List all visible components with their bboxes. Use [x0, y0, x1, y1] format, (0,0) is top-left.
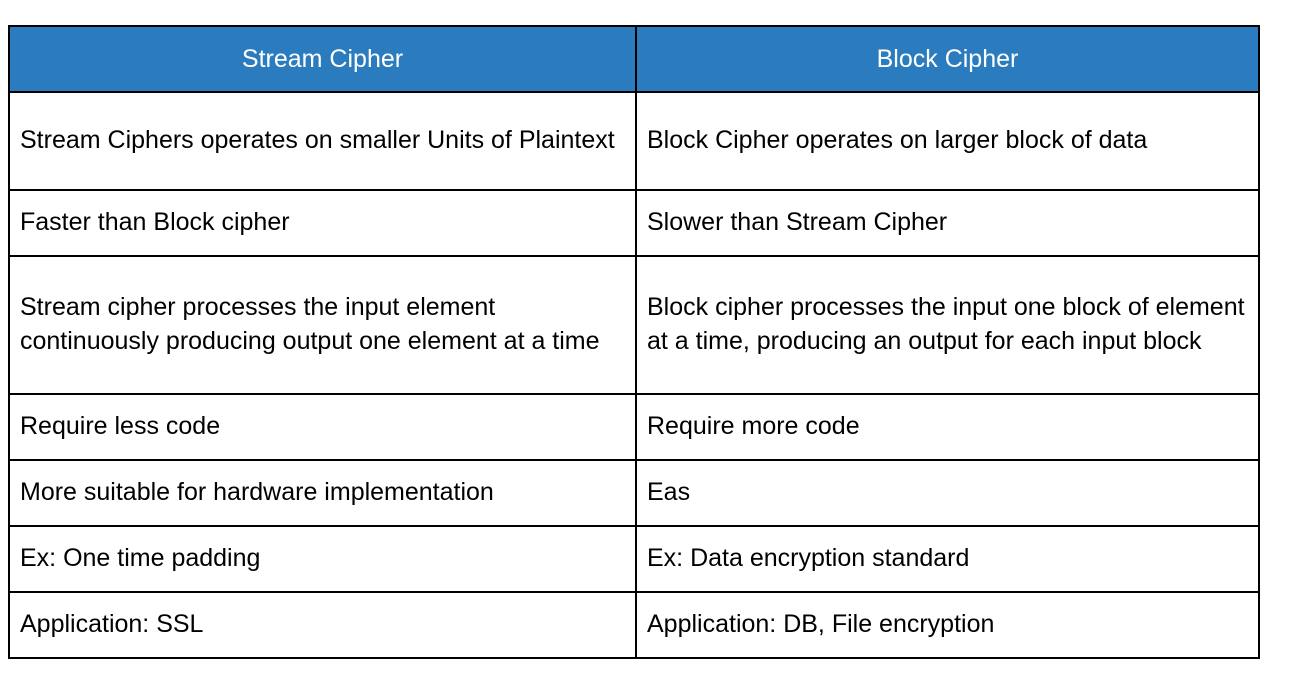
cell-stream-cipher: Require less code	[8, 393, 637, 461]
table-row: Application: SSL Application: DB, File e…	[8, 591, 1260, 659]
cell-stream-cipher: Stream cipher processes the input elemen…	[8, 255, 637, 395]
table-row: Ex: One time padding Ex: Data encryption…	[8, 525, 1260, 593]
column-header-stream-cipher: Stream Cipher	[8, 25, 637, 93]
cipher-comparison-table: Stream Cipher Block Cipher Stream Cipher…	[8, 25, 1260, 659]
cell-block-cipher: Ex: Data encryption standard	[635, 525, 1260, 593]
cell-stream-cipher: Ex: One time padding	[8, 525, 637, 593]
cell-block-cipher: Block cipher processes the input one blo…	[635, 255, 1260, 395]
table-row: Require less code Require more code	[8, 393, 1260, 461]
cell-block-cipher: Eas	[635, 459, 1260, 527]
cell-stream-cipher: Application: SSL	[8, 591, 637, 659]
table-row: Stream Ciphers operates on smaller Units…	[8, 91, 1260, 191]
cell-block-cipher: Slower than Stream Cipher	[635, 189, 1260, 257]
table-header: Stream Cipher Block Cipher	[8, 25, 1260, 93]
table-row: More suitable for hardware implementatio…	[8, 459, 1260, 527]
table-header-row: Stream Cipher Block Cipher	[8, 25, 1260, 93]
cell-stream-cipher: More suitable for hardware implementatio…	[8, 459, 637, 527]
cell-stream-cipher: Faster than Block cipher	[8, 189, 637, 257]
cell-block-cipher: Application: DB, File encryption	[635, 591, 1260, 659]
cell-stream-cipher: Stream Ciphers operates on smaller Units…	[8, 91, 637, 191]
cell-block-cipher: Block Cipher operates on larger block of…	[635, 91, 1260, 191]
table-body: Stream Ciphers operates on smaller Units…	[8, 91, 1260, 659]
column-header-block-cipher: Block Cipher	[635, 25, 1260, 93]
table-row: Faster than Block cipher Slower than Str…	[8, 189, 1260, 257]
table-row: Stream cipher processes the input elemen…	[8, 255, 1260, 395]
cell-block-cipher: Require more code	[635, 393, 1260, 461]
